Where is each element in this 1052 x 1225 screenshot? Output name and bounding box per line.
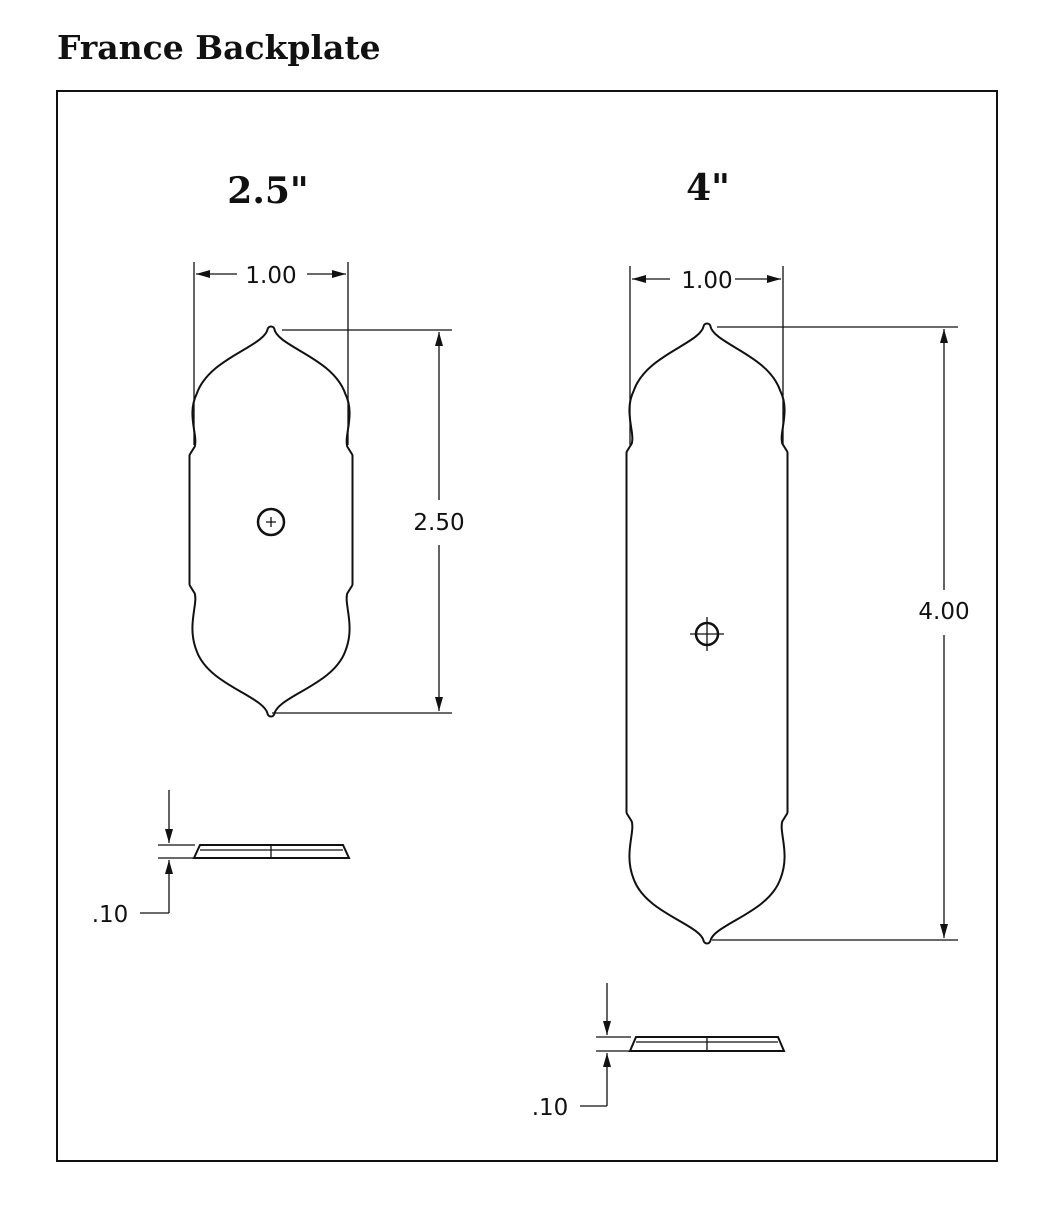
size-label-2-5: 2.5" [227,170,308,212]
plate-2-5-side-view: .10 [92,790,351,928]
height-dim-4: 4.00 [918,599,969,625]
plate-2-5-front-view: 2.5" 1.00 2.50 [188,170,465,718]
drawing-frame [56,90,998,1162]
height-dim-2-5: 2.50 [413,510,464,536]
size-label-4: 4" [686,167,730,209]
page-title: France Backplate [57,28,381,67]
thickness-dim-2-5: .10 [92,902,129,928]
plate-4-front-view: 4" 1.00 4.00 [625,167,970,945]
plate-4-side-view: .10 [532,983,786,1121]
width-dim-2-5: 1.00 [245,263,296,289]
width-dim-4: 1.00 [681,268,732,294]
thickness-dim-4: .10 [532,1095,569,1121]
